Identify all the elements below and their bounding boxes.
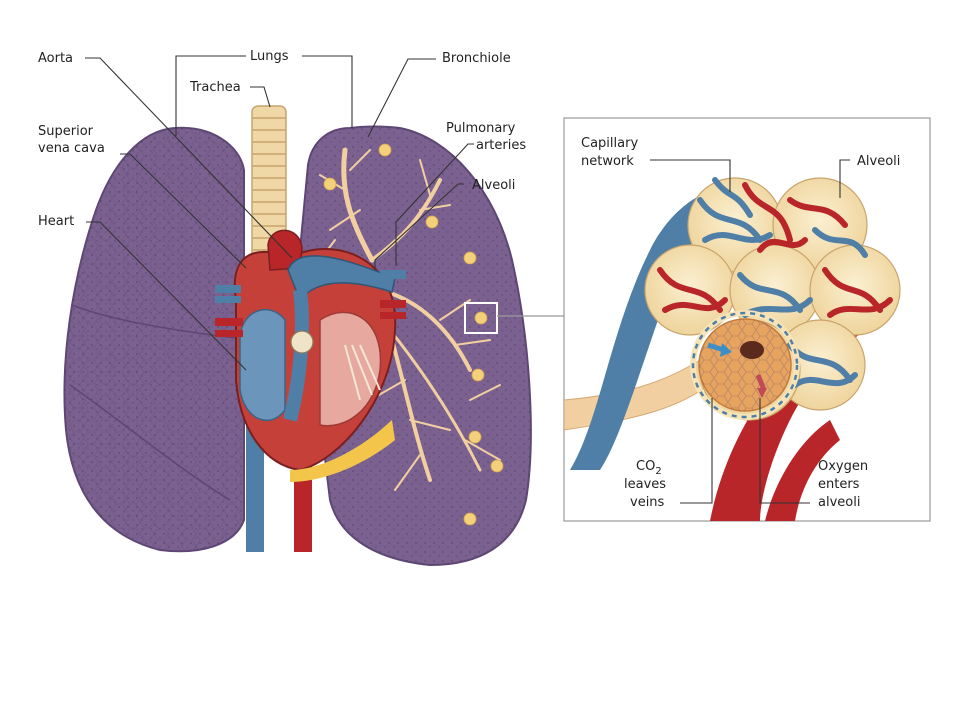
alveolus-cross-section — [690, 310, 800, 420]
label-superior-vena-cava-line2: vena cava — [38, 141, 105, 156]
label-superior-vena-cava-line1: Superior — [38, 124, 94, 139]
label-oxygen-line2: enters — [818, 477, 860, 492]
co2-arrowhead-icon — [720, 343, 732, 357]
label-trachea: Trachea — [189, 80, 241, 95]
label-oxygen-line3: alveoli — [818, 495, 860, 510]
alveoli-inset: Capillary network Alveoli CO2 leaves vei… — [563, 117, 931, 522]
pulmonary-vessels — [215, 270, 406, 337]
oxygen-arrow — [755, 374, 767, 391]
alveoli-clusters — [323, 143, 504, 526]
label-bronchiole: Bronchiole — [442, 51, 511, 66]
label-alveoli-main: Alveoli — [472, 178, 515, 193]
label-heart: Heart — [38, 214, 74, 229]
label-aorta: Aorta — [38, 51, 73, 66]
label-co2: CO2 — [636, 459, 662, 477]
zoom-box — [464, 302, 498, 334]
leader-lines — [85, 55, 474, 371]
heart — [233, 229, 397, 482]
trachea — [251, 105, 287, 267]
label-capillary-network-line2: network — [581, 154, 634, 169]
lungs-illustration — [63, 105, 564, 567]
label-pulmonary-arteries-line2: arteries — [476, 138, 526, 153]
oxygen-arrowhead-icon — [757, 388, 767, 398]
label-inset-alveoli: Alveoli — [857, 154, 900, 169]
left-lung — [63, 126, 245, 553]
inset-leader-lines — [650, 159, 850, 504]
label-lungs: Lungs — [250, 49, 289, 64]
label-co2-subscript: 2 — [655, 466, 661, 477]
label-co2-main: CO — [636, 459, 655, 474]
bronchiole-tree — [319, 147, 501, 491]
label-oxygen-line1: Oxygen — [818, 459, 868, 474]
label-pulmonary-arteries-line1: Pulmonary — [446, 121, 516, 136]
label-co2-line3: veins — [630, 495, 665, 510]
label-capillary-network-line1: Capillary — [581, 136, 638, 151]
label-co2-line2: leaves — [624, 477, 666, 492]
